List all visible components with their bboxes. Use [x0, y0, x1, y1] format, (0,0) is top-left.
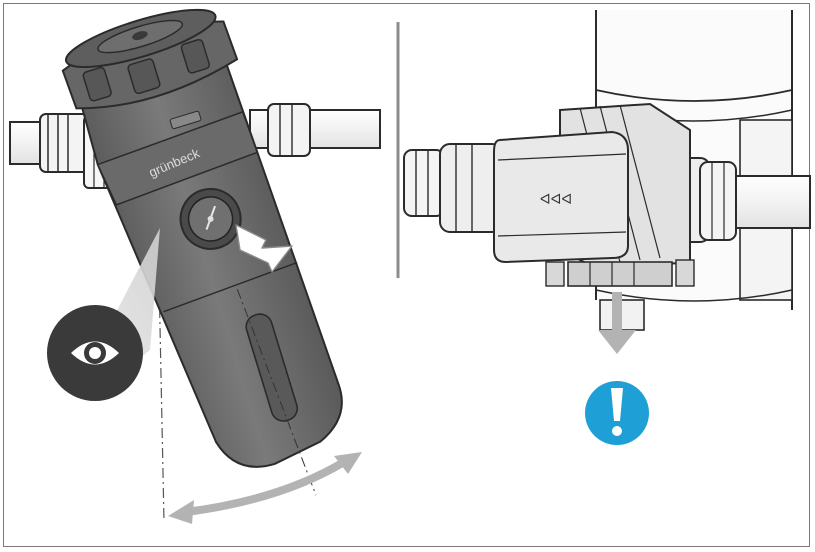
gauge-icon [179, 187, 242, 250]
filter-body: grünbeck [61, 8, 343, 496]
direction-arrow-icon [235, 224, 293, 273]
pipe-right-panel-left [403, 143, 503, 233]
right-panel: ᐊᐊᐊ [403, 10, 811, 445]
exclamation-warning-icon [585, 381, 649, 445]
flow-direction-marker: ᐊᐊᐊ [540, 192, 572, 208]
flange-connector: ᐊᐊᐊ [493, 102, 695, 287]
left-panel: grünbeck [9, 8, 381, 524]
down-arrow-icon [598, 292, 636, 354]
eye-icon [47, 305, 143, 401]
swing-double-arrow-icon [168, 452, 362, 524]
pipe-right [249, 103, 381, 157]
